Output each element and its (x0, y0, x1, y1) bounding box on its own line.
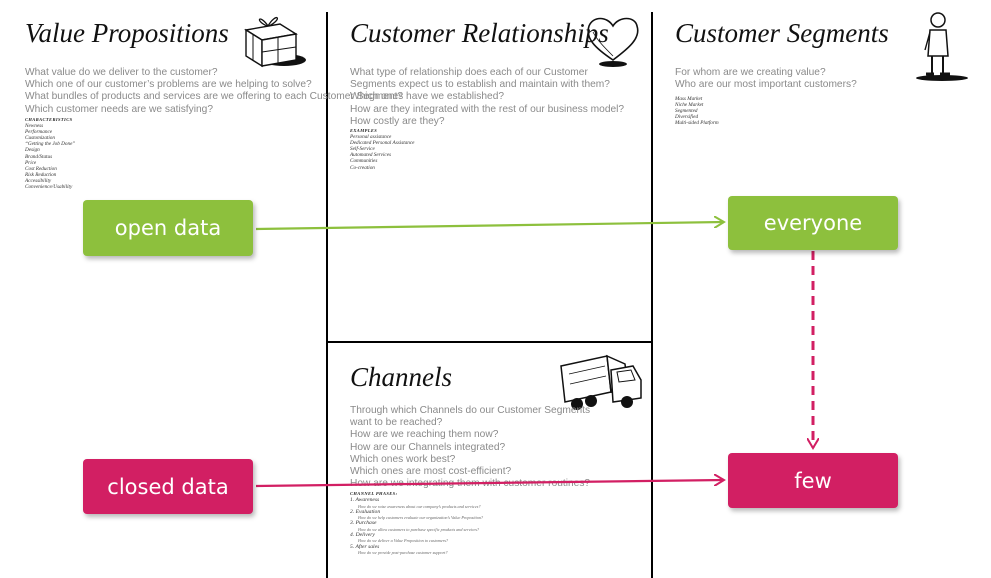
customer-segments-questions: For whom are we creating value? Who are … (675, 67, 857, 91)
few-box: few (728, 453, 898, 508)
open-data-box: open data (83, 200, 253, 256)
person-icon (916, 12, 968, 81)
truck-icon (560, 354, 642, 410)
row-divider-middle (326, 341, 653, 343)
gift-icon (244, 17, 306, 68)
value-characteristics-list: CHARACTERISTICS Newness Performance Cust… (25, 117, 76, 191)
customer-relationships-title: Customer Relationships (350, 18, 609, 48)
channel-phases-list: CHANNEL PHASES: 1. Awareness How do we r… (350, 491, 484, 555)
closed-data-box: closed data (83, 459, 253, 514)
everyone-box: everyone (728, 196, 898, 250)
value-propositions-questions: What value do we deliver to the customer… (25, 67, 404, 115)
customer-segments-title: Customer Segments (675, 18, 889, 48)
segments-list: Mass Market Niche Market Segmented Diver… (675, 96, 719, 127)
open-data-arrow (255, 222, 724, 231)
relationship-examples-list: EXAMPLES Personal assistance Dedicated P… (350, 128, 415, 171)
customer-relationships-questions: What type of relationship does each of o… (350, 67, 625, 127)
channels-title: Channels (350, 362, 453, 392)
column-divider-left (326, 12, 328, 578)
value-propositions-title: Value Propositions (25, 18, 229, 48)
column-divider-right (651, 12, 653, 578)
heart-icon (587, 17, 639, 67)
closed-data-arrow (255, 480, 724, 488)
